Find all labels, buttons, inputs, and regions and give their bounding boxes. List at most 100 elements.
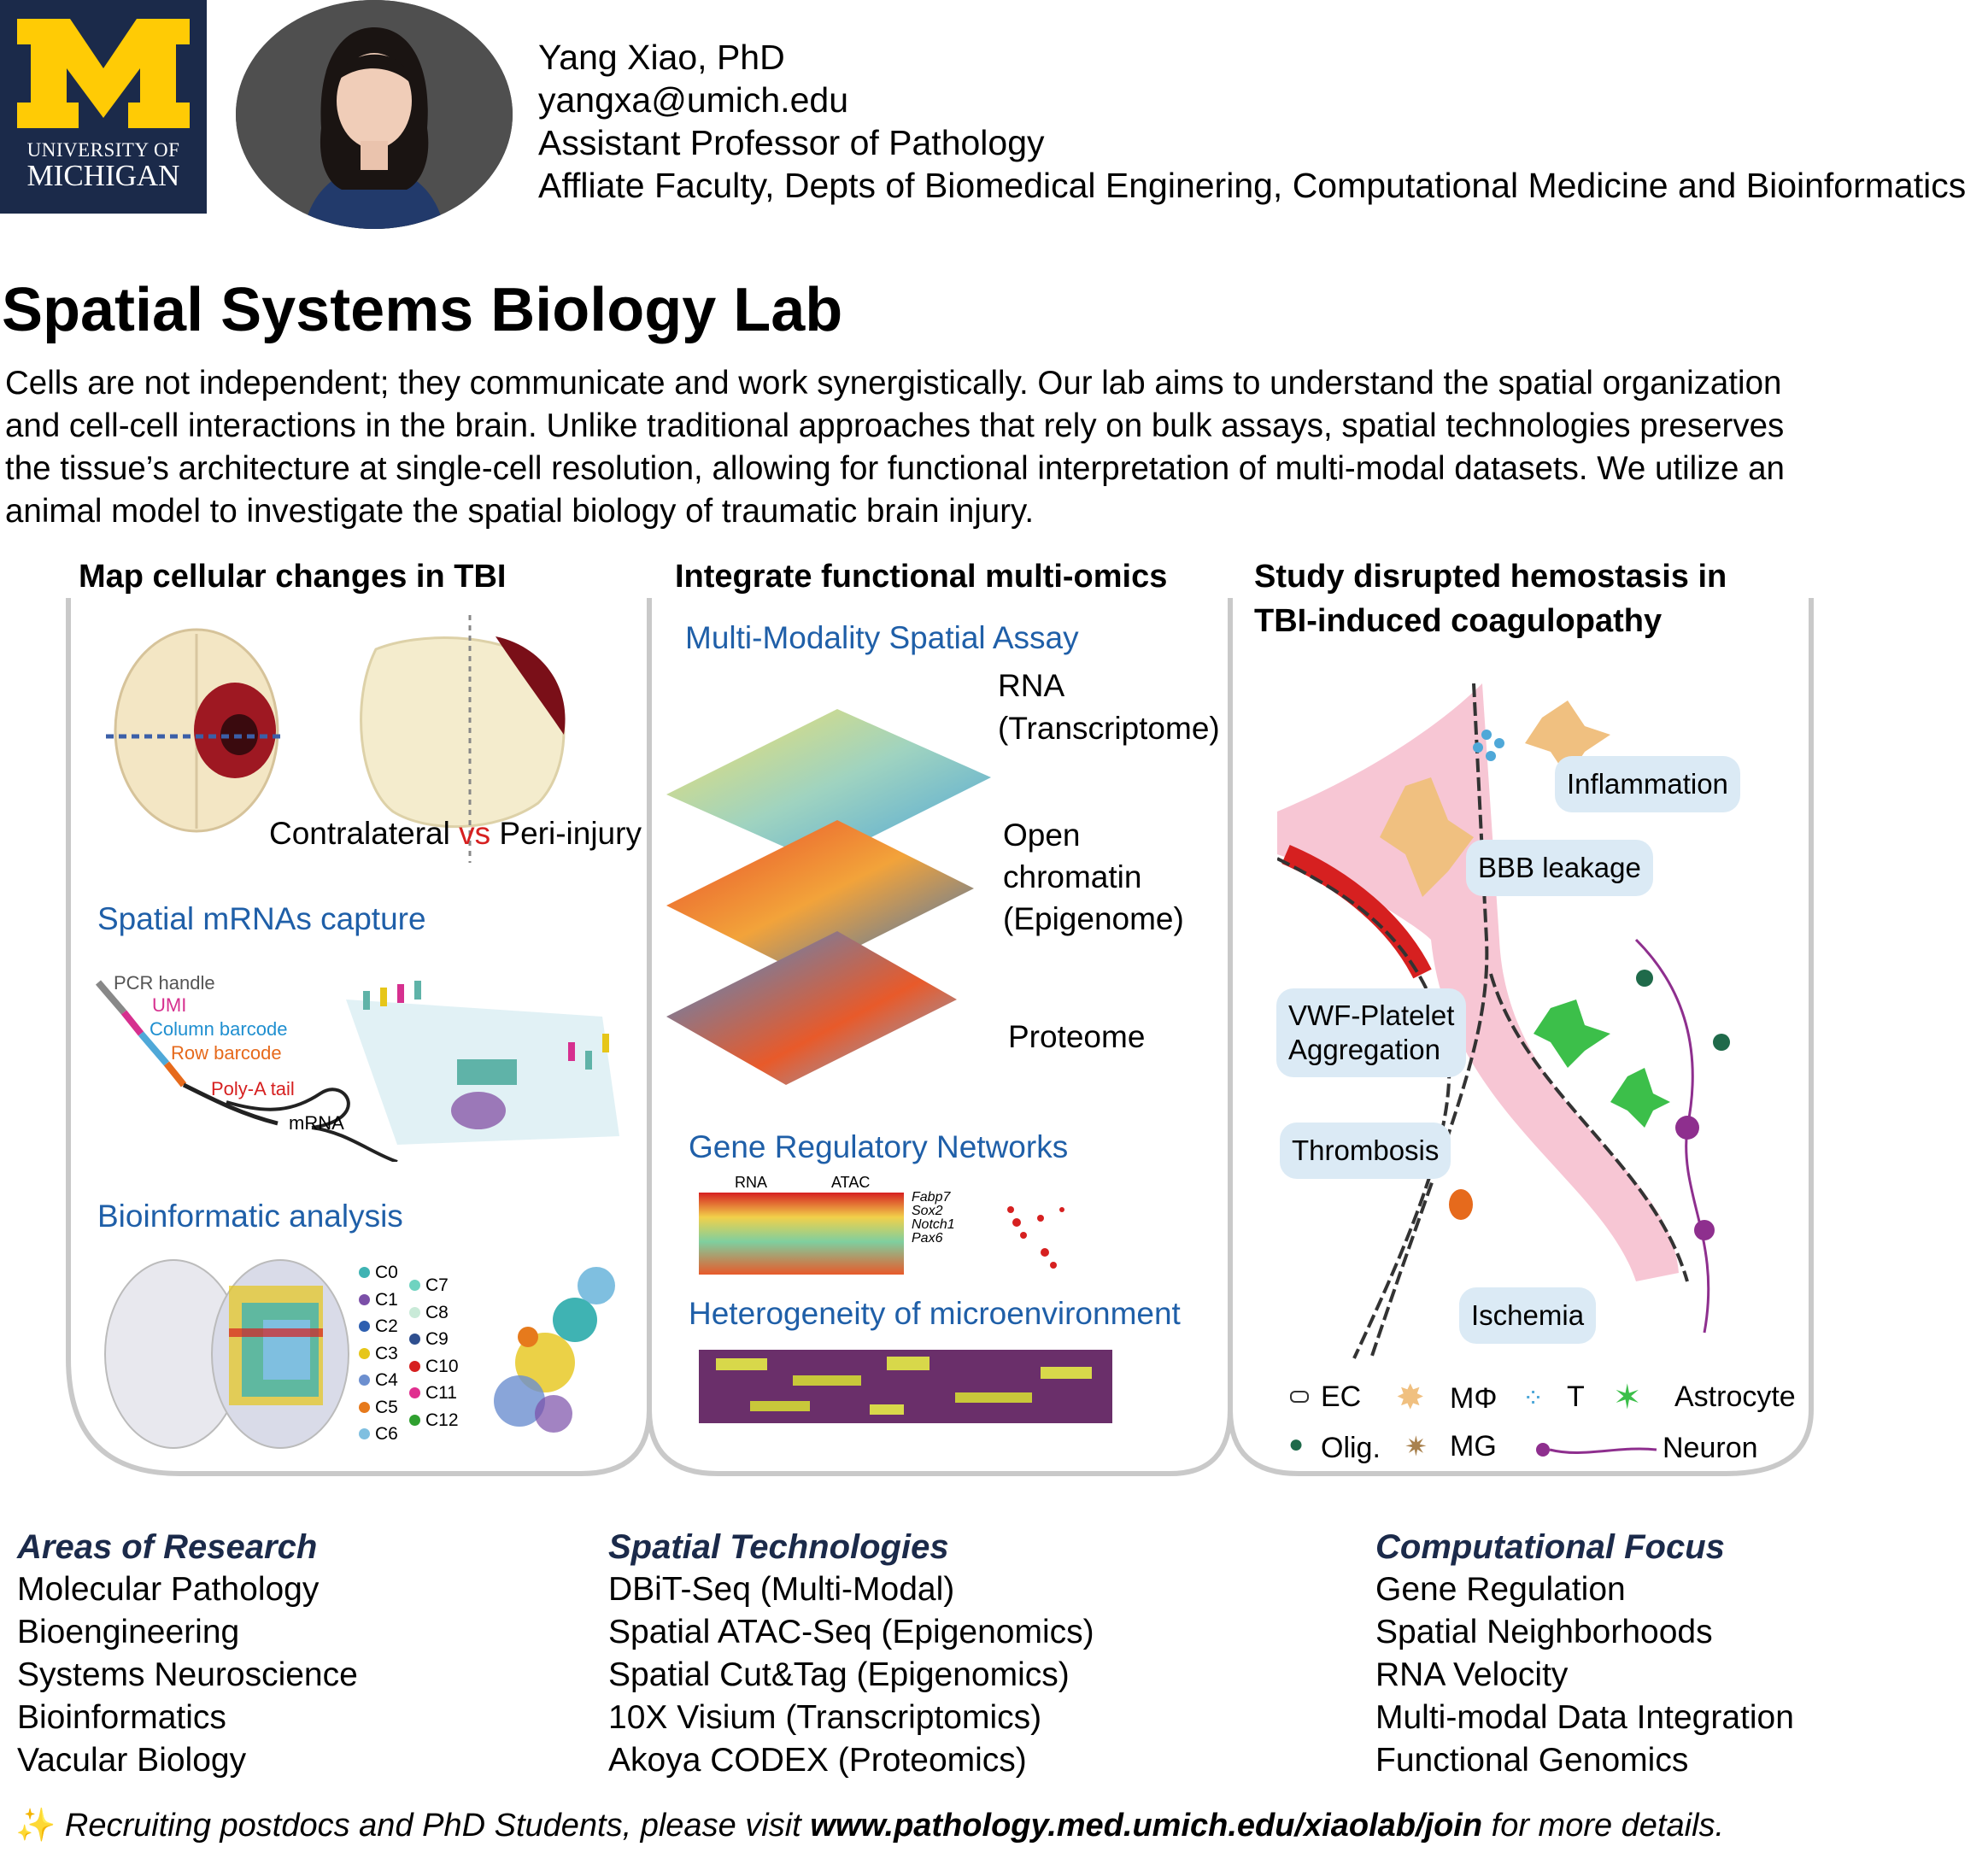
chromatin-label: chromatin xyxy=(1003,859,1142,894)
neuron-label: Neuron xyxy=(1663,1432,1758,1464)
epigenome-label: (Epigenome) xyxy=(1003,901,1184,936)
brain-photos xyxy=(106,615,566,863)
research-item: Bioengineering xyxy=(17,1614,240,1650)
faculty-name: Yang Xiao, PhD xyxy=(538,38,785,77)
cluster-item: C0 xyxy=(359,1259,398,1287)
cluster-item: C7 xyxy=(409,1272,459,1299)
affiliation: Affliate Faculty, Depts of Biomedical En… xyxy=(538,166,1967,205)
cluster-item: C2 xyxy=(359,1313,398,1340)
grn-rna-label: RNA xyxy=(735,1174,768,1191)
panel3-title-line1: Study disrupted hemostasis in xyxy=(1254,559,1727,595)
position-title: Assistant Professor of Pathology xyxy=(538,123,1045,162)
cluster-item: C5 xyxy=(359,1394,398,1422)
barcode-diagram xyxy=(95,980,619,1162)
tech-heading: Spatial Technologies xyxy=(608,1528,949,1566)
gene-label: Pax6 xyxy=(912,1231,943,1246)
astrocyte-label: Astrocyte xyxy=(1674,1381,1796,1413)
grn-heatmap xyxy=(699,1193,1064,1275)
contralateral-label: Contralateral vs Peri-injury xyxy=(269,816,642,852)
comp-item: Functional Genomics xyxy=(1375,1742,1689,1779)
column-barcode-label: Column barcode xyxy=(150,1018,288,1040)
peri-injury-text: Peri-injury xyxy=(499,816,642,851)
comp-item: Spatial Neighborhoods xyxy=(1375,1614,1713,1650)
cluster-item: C4 xyxy=(359,1367,398,1394)
spatial-mrna-capture-title: Spatial mRNAs capture xyxy=(97,901,426,936)
umi-label: UMI xyxy=(152,994,187,1016)
sparkle-icon: ✨ xyxy=(15,1808,56,1844)
cluster-legend-left: C0 C1 C2 C3 C4 C5 C6 xyxy=(359,1259,398,1448)
university-logo: UNIVERSITY OF MICHIGAN xyxy=(0,0,207,214)
cluster-item: C1 xyxy=(359,1287,398,1314)
grn-title: Gene Regulatory Networks xyxy=(689,1129,1069,1164)
gene-label: Sox2 xyxy=(912,1204,943,1218)
tech-item: DBiT-Seq (Multi-Modal) xyxy=(608,1571,955,1608)
cluster-item: C3 xyxy=(359,1340,398,1368)
cluster-items-right: C7 C8 C9 C10 C11 C12 xyxy=(409,1272,459,1433)
vwf-line1: VWF-Platelet xyxy=(1288,999,1455,1031)
cluster-item: C10 xyxy=(409,1353,459,1381)
research-item: Systems Neuroscience xyxy=(17,1656,358,1693)
research-heading: Areas of Research xyxy=(17,1528,318,1566)
comp-item: Multi-modal Data Integration xyxy=(1375,1699,1794,1736)
ischemia-bubble: Ischemia xyxy=(1459,1287,1597,1344)
gene-label: Notch1 xyxy=(912,1217,955,1232)
astrocyte-icon: ✶ xyxy=(1613,1379,1642,1416)
recruit-url[interactable]: www.pathology.med.umich.edu/xiaolab/join xyxy=(810,1808,1483,1844)
ec-label: EC xyxy=(1321,1381,1362,1413)
open-label: Open xyxy=(1003,818,1081,853)
poly-a-label: Poly-A tail xyxy=(211,1078,295,1099)
comp-heading: Computational Focus xyxy=(1375,1528,1725,1566)
analysis-figure xyxy=(104,1259,615,1449)
t-cell-icon: ⁘ xyxy=(1522,1385,1545,1413)
logo-university-of: UNIVERSITY OF xyxy=(26,139,180,161)
pcr-handle-label: PCR handle xyxy=(114,972,215,994)
mphi-label: MΦ xyxy=(1450,1382,1498,1415)
neuron-icon xyxy=(1536,1443,1657,1457)
proteome-label: Proteome xyxy=(1008,1019,1146,1054)
research-column: Areas of Research Molecular Pathology Bi… xyxy=(17,1526,358,1782)
vwf-line2: Aggregation xyxy=(1288,1034,1440,1065)
lab-title: Spatial Systems Biology Lab xyxy=(2,276,843,344)
olig-icon: ● xyxy=(1288,1430,1305,1458)
intro-line: animal model to investigate the spatial … xyxy=(5,493,1035,530)
block-m-icon xyxy=(17,19,190,128)
profile-photo xyxy=(236,0,513,229)
research-item: Molecular Pathology xyxy=(17,1571,320,1608)
cluster-item: C6 xyxy=(359,1421,398,1448)
comp-column: Computational Focus Gene Regulation Spat… xyxy=(1375,1526,1794,1782)
mrna-label: mRNA xyxy=(289,1112,344,1134)
mg-label: MG xyxy=(1450,1430,1497,1463)
recruit-line: ✨ Recruiting postdocs and PhD Students, … xyxy=(15,1807,1724,1844)
rna-label: RNA xyxy=(998,668,1065,703)
cluster-item: C8 xyxy=(409,1299,459,1327)
cluster-item: C11 xyxy=(409,1380,459,1407)
research-item: Vacular Biology xyxy=(17,1742,247,1779)
multi-omics-layers xyxy=(666,709,991,1085)
heterogeneity-title: Heterogeneity of microenvironment xyxy=(689,1296,1181,1331)
heterogeneity-heatmap xyxy=(699,1350,1112,1423)
contralateral-text: Contralateral xyxy=(269,816,450,851)
gene-label: Fabp7 xyxy=(912,1190,951,1205)
row-barcode-label: Row barcode xyxy=(171,1042,282,1064)
panel-borders xyxy=(66,598,1814,1476)
cell-type-legend: EC ✸ MΦ ⁘ T ✶ Astrocyte ● Olig. ✷ MG Neu… xyxy=(1285,1381,1806,1474)
panel1-title: Map cellular changes in TBI xyxy=(79,559,507,595)
tech-column: Spatial Technologies DBiT-Seq (Multi-Mod… xyxy=(608,1526,1094,1782)
t-label: T xyxy=(1567,1381,1585,1413)
recruit-pre: Recruiting postdocs and PhD Students, pl… xyxy=(64,1808,811,1844)
contact-block: Yang Xiao, PhD yangxa@umich.edu Assistan… xyxy=(538,36,1966,207)
cluster-items-left: C0 C1 C2 C3 C4 C5 C6 xyxy=(359,1259,398,1448)
email-link[interactable]: yangxa@umich.edu xyxy=(538,80,848,120)
tech-item: Spatial Cut&Tag (Epigenomics) xyxy=(608,1656,1070,1693)
vs-text: vs xyxy=(459,816,491,851)
intro-paragraph: Cells are not independent; they communic… xyxy=(5,362,1979,533)
bbb-leakage-bubble: BBB leakage xyxy=(1466,840,1653,896)
bioinformatic-analysis-title: Bioinformatic analysis xyxy=(97,1199,403,1234)
logo-michigan: MICHIGAN xyxy=(26,159,180,192)
panel3-title-line2: TBI-induced coagulopathy xyxy=(1254,603,1663,639)
cluster-item: C12 xyxy=(409,1407,459,1434)
thrombosis-bubble: Thrombosis xyxy=(1280,1123,1451,1179)
inflammation-bubble: Inflammation xyxy=(1555,756,1740,812)
mg-icon: ✷ xyxy=(1405,1431,1428,1462)
transcriptome-label: (Transcriptome) xyxy=(998,711,1220,746)
